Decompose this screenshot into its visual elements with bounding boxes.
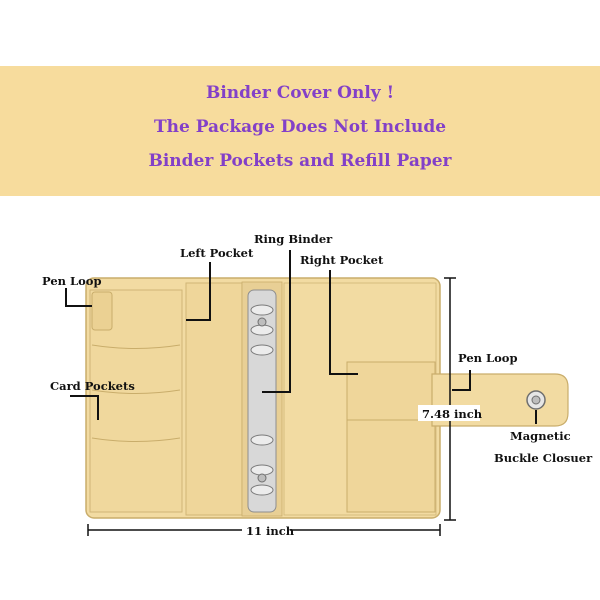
label-ring-binder: Ring Binder <box>254 232 333 246</box>
card-pocket-3 <box>91 437 181 442</box>
callout-lines <box>65 250 537 424</box>
label-height: 7.48 inch <box>422 407 483 421</box>
label-pen-loop-right: Pen Loop <box>458 351 518 365</box>
right-pocket <box>346 361 436 513</box>
label-right-pocket: Right Pocket <box>300 253 384 267</box>
callout-pen-loop-right <box>452 370 471 391</box>
banner-line-2: The Package Does Not Include <box>153 117 447 137</box>
ring-rivet-bottom <box>257 473 267 483</box>
rings <box>250 304 274 496</box>
label-magnetic: Magnetic <box>510 429 571 443</box>
ring-binder <box>247 289 277 513</box>
ring-rivet-top <box>257 317 267 327</box>
banner-line-3: Binder Pockets and Refill Paper <box>148 151 452 171</box>
callout-left-pocket <box>186 262 211 321</box>
promo-banner: Binder Cover Only ! The Package Does Not… <box>0 66 600 196</box>
label-card-pockets: Card Pockets <box>50 379 135 393</box>
callout-card-pockets <box>70 395 99 420</box>
ring-4 <box>250 434 274 446</box>
callout-ring-binder <box>262 250 291 393</box>
callout-right-pocket <box>329 270 358 375</box>
ring-1 <box>250 304 274 316</box>
label-pen-loop-left: Pen Loop <box>42 274 102 288</box>
label-width: 11 inch <box>246 524 295 538</box>
card-pocket-1 <box>91 344 181 349</box>
card-pocket-2 <box>91 389 181 394</box>
ring-6 <box>250 484 274 496</box>
label-left-pocket: Left Pocket <box>180 246 254 260</box>
ring-3 <box>250 344 274 356</box>
left-pocket <box>185 282 243 516</box>
callout-pen-loop-left <box>65 288 92 307</box>
banner-line-1: Binder Cover Only ! <box>205 83 395 103</box>
label-buckle-closure: Buckle Closuer <box>494 451 593 465</box>
pen-loop-left-strap <box>91 291 113 331</box>
